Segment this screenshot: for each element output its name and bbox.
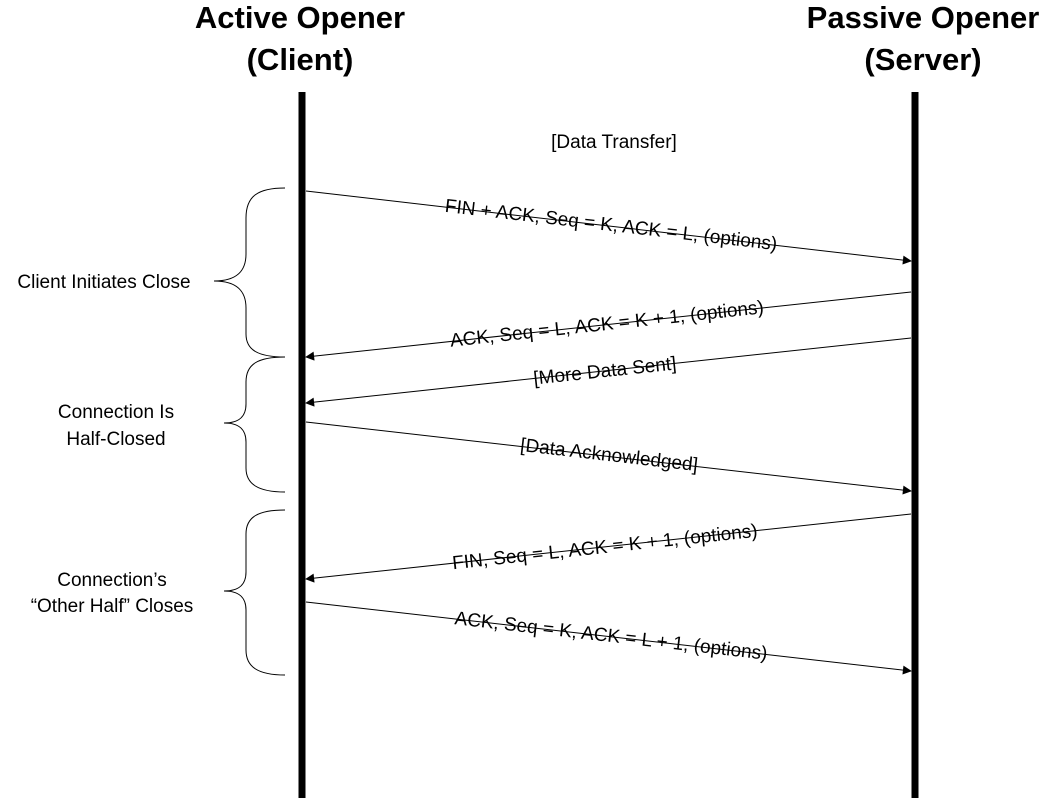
message-label: [More Data Sent] [532,353,677,389]
phase-label-other-half-line2: “Other Half” Closes [31,596,194,617]
message-arrow [305,190,912,265]
server-title-line2: (Server) [864,42,981,77]
message-label: FIN + ACK, Seq = K, ACK = L, (options) [444,196,778,255]
brace-other-half-closes [223,509,286,676]
message-arrow [305,601,912,675]
message-label: ACK, Seq = K, ACK = L + 1, (options) [454,608,769,664]
client-title-line1: Active Opener [195,0,405,35]
phase-label-other-half-line1: Connection’s [57,570,167,591]
brace-half-closed [223,356,286,493]
phase-label-half-closed-line2: Half-Closed [66,429,165,450]
message-data-acknowledged: [Data Acknowledged] [305,421,912,495]
data-transfer-label: [Data Transfer] [551,132,677,153]
message-arrow [305,291,912,361]
phase-label-client-initiates-close: Client Initiates Close [17,272,190,293]
message-final-ack: ACK, Seq = K, ACK = L + 1, (options) [305,601,912,675]
brace-client-initiates-close [213,187,286,358]
phase-label-half-closed-line1: Connection Is [58,402,174,423]
client-title-line2: (Client) [247,42,354,77]
message-label: [Data Acknowledged] [519,435,699,476]
message-arrow [305,337,912,407]
message-label: FIN, Seq = L, ACK = K + 1, (options) [451,521,758,574]
message-fin-ack: FIN + ACK, Seq = K, ACK = L, (options) [305,190,912,265]
message-label: ACK, Seq = L, ACK = K + 1, (options) [449,297,765,351]
server-title-line1: Passive Opener [807,0,1040,35]
message-fin: FIN, Seq = L, ACK = K + 1, (options) [305,513,912,583]
message-arrow [305,421,912,495]
message-arrow [305,513,912,583]
